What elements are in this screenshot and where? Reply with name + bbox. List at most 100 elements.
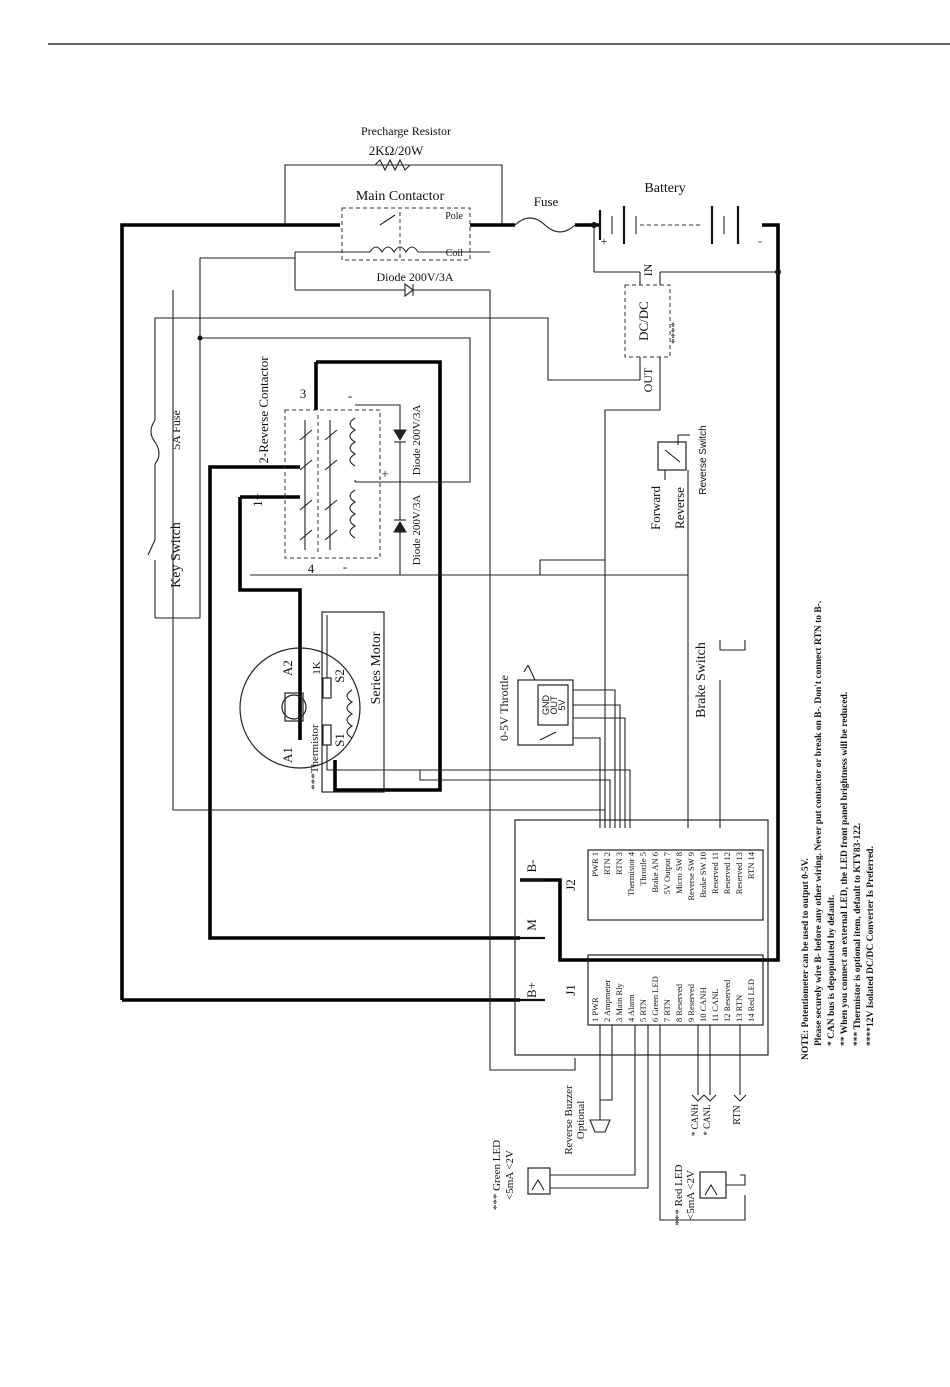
controller-box <box>514 819 769 1056</box>
svg-text:S1: S1 <box>332 733 347 747</box>
svg-text:<5mA <2V: <5mA <2V <box>504 1150 516 1200</box>
connector-pin: 14 Red LED <box>746 979 756 1022</box>
connector-pin: 4 Alarm <box>626 994 636 1022</box>
connector-pin: Reserved 13 <box>734 852 744 894</box>
note-5: *** Thermistor is optional item, default… <box>853 823 863 1046</box>
svg-text:-: - <box>758 234 762 248</box>
svg-text:Series Motor: Series Motor <box>369 631 384 704</box>
svg-text:1+: 1+ <box>250 493 265 507</box>
svg-text:Reverse: Reverse <box>672 487 687 529</box>
svg-text:***Thermistor: ***Thermistor <box>309 724 321 790</box>
svg-text:+: + <box>381 466 388 481</box>
connector-pin: RTN 3 <box>614 852 624 875</box>
note-3: * CAN bus is depopulated by default. <box>827 895 837 1046</box>
svg-text:Diode 200V/3A: Diode 200V/3A <box>411 495 423 566</box>
connector-pin: Throttle 5 <box>638 852 648 886</box>
connector-pin: 1 PWR <box>590 997 600 1022</box>
battery: Battery + - <box>591 181 781 275</box>
series-motor: Series Motor A2 A1 S2 S1 1K ***Thermisto… <box>239 611 631 828</box>
green-led: *** Green LED <5mA <2V <box>491 1025 649 1210</box>
connector-pin: 11 CANL <box>710 989 720 1022</box>
reverse-contactor: 2-Reverse Contactor 3 1+ 4 - - + Diode 2… <box>250 356 605 576</box>
svg-text:S2: S2 <box>332 669 347 683</box>
svg-text:Forward: Forward <box>648 485 663 530</box>
svg-text:Main Contactor: Main Contactor <box>356 189 445 204</box>
svg-text:B-: B- <box>524 860 539 873</box>
notes: NOTE: Potentiometer can be used to outpu… <box>801 601 876 1060</box>
svg-text:*** Red LED: *** Red LED <box>673 1164 685 1225</box>
note-1: NOTE: Potentiometer can be used to outpu… <box>801 858 811 1060</box>
svg-text:* CANL: * CANL <box>702 1104 712 1135</box>
connector-pin: RTN 2 <box>602 852 612 875</box>
svg-text:IN: IN <box>641 263 655 276</box>
svg-text:OUT: OUT <box>549 695 559 715</box>
connector-pin: 13 RTN <box>734 995 744 1022</box>
svg-text:Diode 200V/3A: Diode 200V/3A <box>377 270 454 284</box>
svg-text:5A Fuse: 5A Fuse <box>169 410 183 450</box>
svg-text:2-Reverse Contactor: 2-Reverse Contactor <box>256 356 271 464</box>
svg-text:GND: GND <box>541 695 551 716</box>
svg-text:<5mA <2V: <5mA <2V <box>685 1170 697 1220</box>
svg-text:-: - <box>343 559 347 574</box>
connector-pin: 2 Ampmeter <box>602 980 612 1022</box>
svg-text:Fuse: Fuse <box>534 194 559 209</box>
svg-text:Coil: Coil <box>446 248 463 259</box>
red-led: RTN *** Red LED <5mA <2V <box>659 1025 747 1226</box>
connector-pin: Reverse SW 9 <box>686 852 696 900</box>
svg-text:****: **** <box>669 322 681 344</box>
svg-text:Reverse Buzzer: Reverse Buzzer <box>563 1085 575 1155</box>
connector-pin: 12 Reserved <box>722 979 732 1022</box>
connector-pin: Brake AN 6 <box>650 852 660 893</box>
svg-text:OUT: OUT <box>641 367 655 392</box>
svg-text:Optional: Optional <box>575 1101 587 1140</box>
bminus-wire <box>520 223 780 962</box>
svg-text:A2: A2 <box>280 660 295 676</box>
main-contactor: Main Contactor Pole Coil Diode 200V/3A <box>294 189 490 298</box>
svg-text:Battery: Battery <box>644 181 685 196</box>
connector-pin: 5V Output 7 <box>662 852 672 894</box>
connector-pin: 9 Reserved <box>686 983 696 1022</box>
svg-text:*** Green LED: *** Green LED <box>491 1140 503 1210</box>
svg-text:J2: J2 <box>563 879 578 891</box>
svg-text:1K: 1K <box>311 661 323 675</box>
svg-text:A1: A1 <box>280 747 295 763</box>
svg-text:Precharge Resistor: Precharge Resistor <box>361 124 451 138</box>
connector-pin: Reserved 12 <box>722 852 732 894</box>
brake-switch: Brake Switch <box>694 640 746 828</box>
svg-text:Pole: Pole <box>445 211 463 222</box>
svg-text:RTN: RTN <box>732 1105 743 1124</box>
svg-text:M: M <box>524 919 539 931</box>
note-2: Please securely wire B- before any other… <box>814 601 824 1046</box>
svg-text:0-5V Throttle: 0-5V Throttle <box>497 675 511 741</box>
connector-pin: 6 Green LED <box>650 976 660 1022</box>
note-4: ** When you connect an external LED, the… <box>840 692 850 1046</box>
main-fuse: Fuse <box>514 194 576 233</box>
reverse-switch: Forward Reverse Reverse Switch <box>648 425 709 828</box>
precharge-resistor: Precharge Resistor 2KΩ/20W <box>284 124 503 225</box>
throttle: 0-5V Throttle GND OUT 5V <box>497 664 626 828</box>
svg-text:4: 4 <box>308 561 315 576</box>
svg-text:2KΩ/20W: 2KΩ/20W <box>369 143 424 158</box>
m-wire <box>208 465 520 940</box>
svg-text:-: - <box>348 388 352 403</box>
svg-text:Key Switch: Key Switch <box>169 522 184 588</box>
connector-pin: 5 RTN <box>638 999 648 1022</box>
connector-pin: Reserved 11 <box>710 852 720 894</box>
svg-text:J1: J1 <box>563 984 578 996</box>
note-6: ****12V Isolated DC/DC Converter Is Pref… <box>866 846 876 1046</box>
svg-text:+: + <box>601 234 608 248</box>
svg-text:Diode 200V/3A: Diode 200V/3A <box>411 405 423 476</box>
connector-pin: 8 Reserved <box>674 983 684 1022</box>
connector-pin: 10 CANH <box>698 987 708 1022</box>
connector-pin: 7 RTN <box>662 999 672 1022</box>
bplus-wire <box>120 223 340 1000</box>
svg-text:B+: B+ <box>524 982 539 998</box>
dcdc-converter: DC/DC IN OUT **** <box>154 225 778 828</box>
can-bus: * CANH * CANL <box>690 1025 717 1136</box>
svg-text:3: 3 <box>300 386 307 401</box>
svg-text:Brake Switch: Brake Switch <box>694 642 709 718</box>
connector-pin: 3 Main Rly <box>614 983 624 1022</box>
